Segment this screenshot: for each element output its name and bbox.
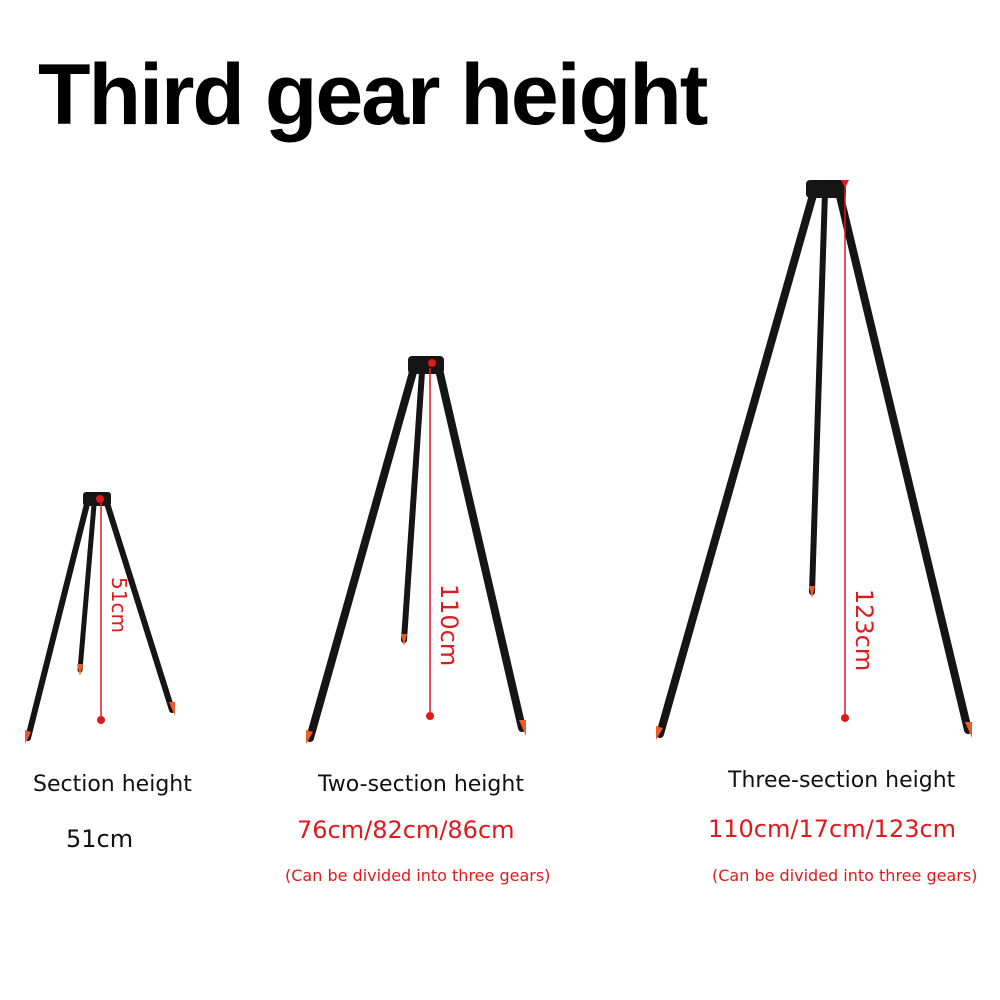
page-title: Third gear height <box>38 47 708 143</box>
sizes-label-small: 51cm <box>66 825 134 853</box>
tripod-tall <box>656 180 972 740</box>
section-label-tall: Three-section height <box>728 768 956 793</box>
note-tall: (Can be divided into three gears) <box>712 866 978 885</box>
measure-label-small: 51cm <box>107 577 131 633</box>
tripod-small <box>25 492 175 744</box>
sizes-label-medium: 76cm/82cm/86cm <box>297 816 515 844</box>
sizes-label-tall: 110cm/17cm/123cm <box>708 815 957 843</box>
measure-label-medium: 110cm <box>435 584 463 666</box>
section-label-medium: Two-section height <box>318 772 524 797</box>
measure-label-tall: 123cm <box>850 589 878 671</box>
section-label-small: Section height <box>33 772 192 797</box>
note-medium: (Can be divided into three gears) <box>285 866 551 885</box>
tripod-medium <box>306 356 526 744</box>
